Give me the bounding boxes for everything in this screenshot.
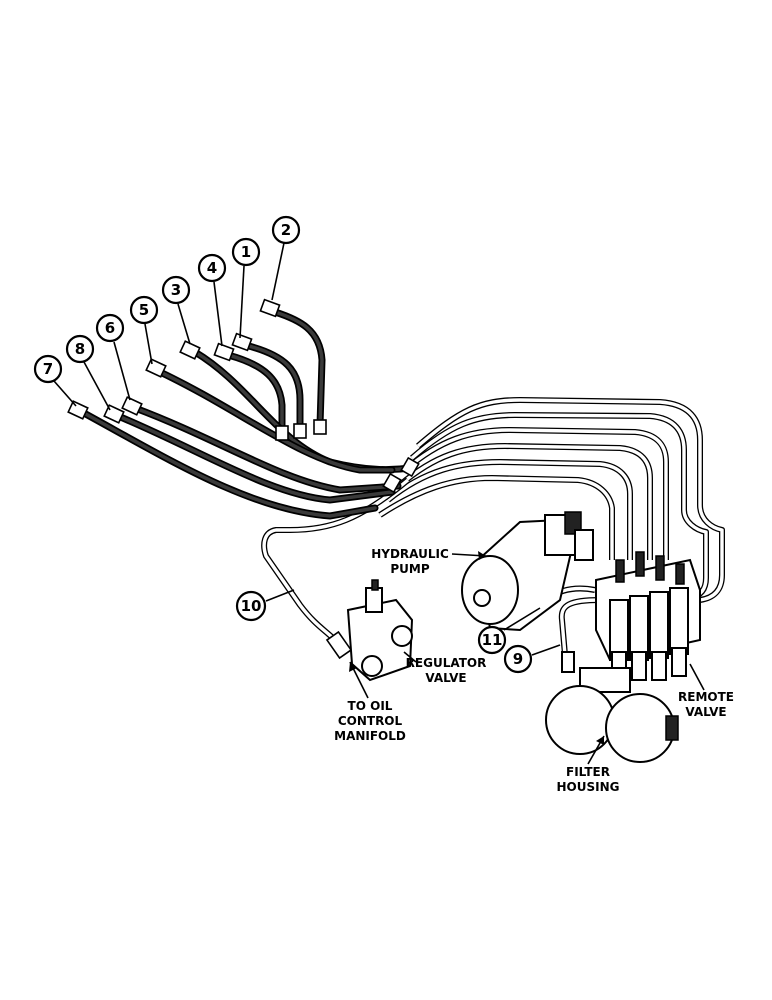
manifold-label-line-1: TO OIL <box>348 699 393 713</box>
callout-7: 7 <box>33 354 77 407</box>
steel-tubes <box>261 397 725 656</box>
remote-valve <box>595 551 701 681</box>
callout-7-number: 7 <box>43 360 53 378</box>
manifold-label-line-3: MANIFOLD <box>334 729 406 743</box>
callout-10-number: 10 <box>241 597 262 615</box>
callout-11-number: 11 <box>482 631 503 649</box>
callout-4: 4 <box>197 253 227 347</box>
label-hydraulic-pump: HYDRAULIC PUMP <box>371 547 487 576</box>
callout-3-number: 3 <box>171 281 181 299</box>
hydraulic-pump <box>461 511 594 632</box>
label-regulator-valve: REGULATOR VALVE <box>403 651 487 685</box>
regulator-valve-label-line-1: REGULATOR <box>406 656 487 670</box>
callout-9-number: 9 <box>513 650 523 668</box>
filter-housing <box>545 651 679 763</box>
callout-9: 9 <box>503 644 561 674</box>
callout-5-number: 5 <box>139 301 149 319</box>
callout-5: 5 <box>129 295 159 365</box>
manifold-label-line-2: CONTROL <box>338 714 403 728</box>
remote-valve-label-line-2: VALVE <box>685 705 726 719</box>
regulator-valve-label-line-2: VALVE <box>425 671 466 685</box>
filter-housing-label-line-2: HOUSING <box>557 780 620 794</box>
callout-1-number: 1 <box>241 243 251 261</box>
label-remote-valve: REMOTE VALVE <box>678 663 734 719</box>
hydraulic-pump-label-line-2: PUMP <box>390 562 429 576</box>
label-to-oil-control-manifold: TO OIL CONTROL MANIFOLD <box>334 661 406 743</box>
hydraulic-pump-label-line-1: HYDRAULIC <box>371 547 449 561</box>
callout-8-number: 8 <box>75 340 85 358</box>
regulator-valve <box>346 579 414 682</box>
callout-11: 11 <box>477 607 541 655</box>
callout-4-number: 4 <box>207 259 217 277</box>
callout-10: 10 <box>235 589 295 622</box>
callout-3: 3 <box>161 275 191 345</box>
callout-8: 8 <box>65 334 111 411</box>
callout-6-number: 6 <box>105 319 115 337</box>
flexible-hoses <box>78 308 414 520</box>
callout-2-number: 2 <box>281 221 291 239</box>
callout-2: 2 <box>271 215 301 301</box>
callout-1: 1 <box>231 237 261 339</box>
label-filter-housing: FILTER HOUSING <box>557 735 620 794</box>
callout-6: 6 <box>95 313 131 401</box>
filter-housing-label-line-1: FILTER <box>566 765 610 779</box>
remote-valve-label-line-1: REMOTE <box>678 690 734 704</box>
